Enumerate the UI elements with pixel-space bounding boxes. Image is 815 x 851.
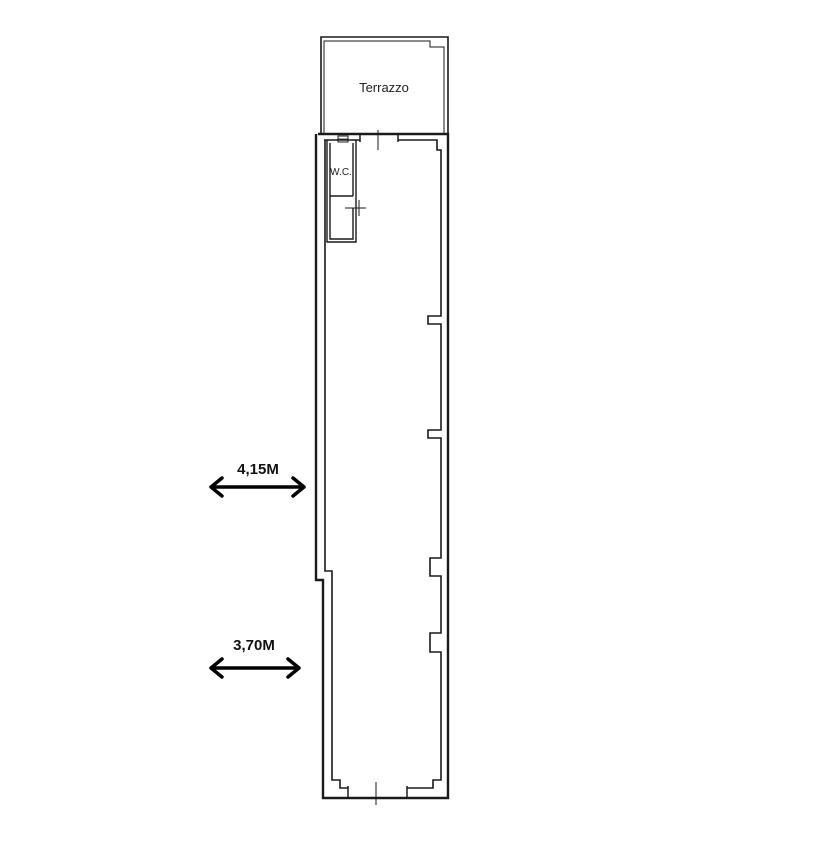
lower-width-arrowhead-right — [286, 657, 301, 679]
terrace-area: Terrazzo — [320, 36, 449, 134]
wc-room: W.C. — [326, 135, 366, 243]
upper-width-arrowhead-right — [291, 476, 306, 498]
upper-width-label: 4,15M — [237, 461, 279, 478]
wc-label: W.C. — [330, 167, 352, 178]
terrace-inner-outline — [323, 40, 445, 134]
terrace-outline — [320, 36, 449, 134]
inner-wall-line — [324, 139, 442, 789]
wc-walls — [326, 140, 357, 243]
outer-wall-line — [314, 132, 450, 800]
terrace-label: Terrazzo — [359, 80, 409, 95]
upper-width-arrowhead-left — [209, 476, 224, 498]
lower-width-arrowhead-left — [209, 657, 224, 679]
dimension-upper: 4,15M — [209, 461, 306, 498]
outer-walls — [314, 130, 450, 805]
dimension-lower: 3,70M — [209, 637, 301, 679]
lower-width-label: 3,70M — [233, 637, 275, 654]
